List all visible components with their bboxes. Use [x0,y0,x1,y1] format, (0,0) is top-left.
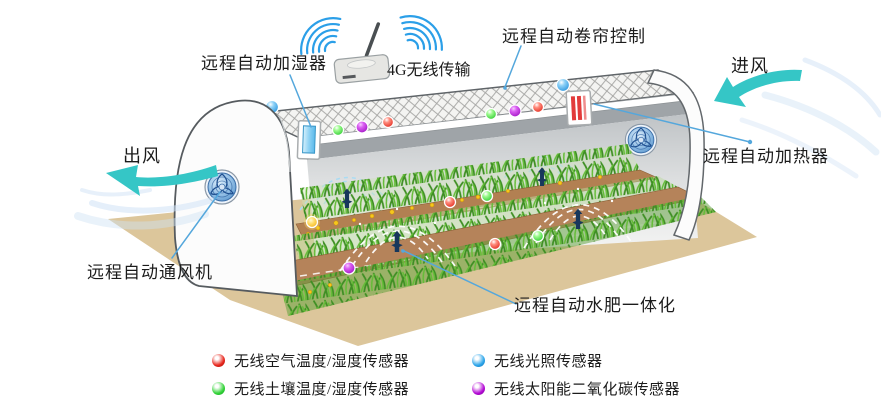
sensor-dot-red [381,115,395,129]
legend-dot-green [212,381,225,395]
humidifier-device [296,119,322,161]
sensor-dot-yellow [305,215,319,229]
wind-swooshes [74,57,881,230]
router-4g [333,22,391,84]
leader-lines [171,45,753,305]
legend-item-soil-temp-humidity: 无线土壤温度/湿度传感器 [212,378,409,398]
sensor-dot-red [488,237,502,251]
label-vent-fan: 远程自动通风机 [87,263,213,282]
legend-label: 无线空气温度/湿度传感器 [234,353,410,370]
sensor-dot-red [531,100,545,114]
right-edge-band [646,69,705,241]
sensor-legend: 无线空气温度/湿度传感器 无线光照传感器 无线土壤温度/湿度传感器 无线太阳能二… [0,344,881,404]
sensor-dot-green [480,189,494,203]
wifi-waves-right [391,5,452,62]
legend-label: 无线光照传感器 [494,353,603,370]
interior-shadow-band [303,100,692,160]
sensor-dot-blue [555,77,571,93]
heater-device [565,89,593,127]
legend-label: 无线太阳能二氧化碳传感器 [494,381,681,398]
spray-droplets [358,187,614,226]
label-curtain-control: 远程自动卷帘控制 [502,27,646,46]
flowers [305,174,603,237]
air-in-arrow [714,69,802,107]
legend-label: 无线土壤温度/湿度传感器 [234,381,410,398]
label-humidifier: 远程自动加湿器 [201,54,327,73]
left-end-wall [173,99,298,298]
sensor-dot-green [331,123,345,137]
wall-sensor-dots [264,77,571,137]
air-out-arrow [106,165,218,196]
sensor-dot-green [531,229,545,243]
legend-item-solar-co2: 无线太阳能二氧化碳传感器 [472,378,680,398]
legend-item-air-temp-humidity: 无线空气温度/湿度传感器 [212,350,409,370]
sensor-dot-purple [355,120,369,134]
label-air-out: 出风 [123,146,161,166]
crop-rows [280,144,716,316]
legend-dot-purple [472,381,485,395]
label-fertigation: 远程自动水肥一体化 [514,296,676,315]
field-sensor-dots [304,189,545,275]
label-4g-wireless: 4G无线传输 [387,62,471,79]
label-air-in: 进风 [731,56,769,76]
legend-dot-red [212,353,225,367]
legend-item-light: 无线光照传感器 [472,350,603,370]
sensor-dot-purple [508,104,522,118]
label-heater: 远程自动加热器 [703,147,829,166]
sensor-dot-purple [342,261,356,275]
sensor-dot-green [484,107,498,121]
sensor-dot-red [443,195,457,209]
legend-dot-blue [472,353,485,367]
